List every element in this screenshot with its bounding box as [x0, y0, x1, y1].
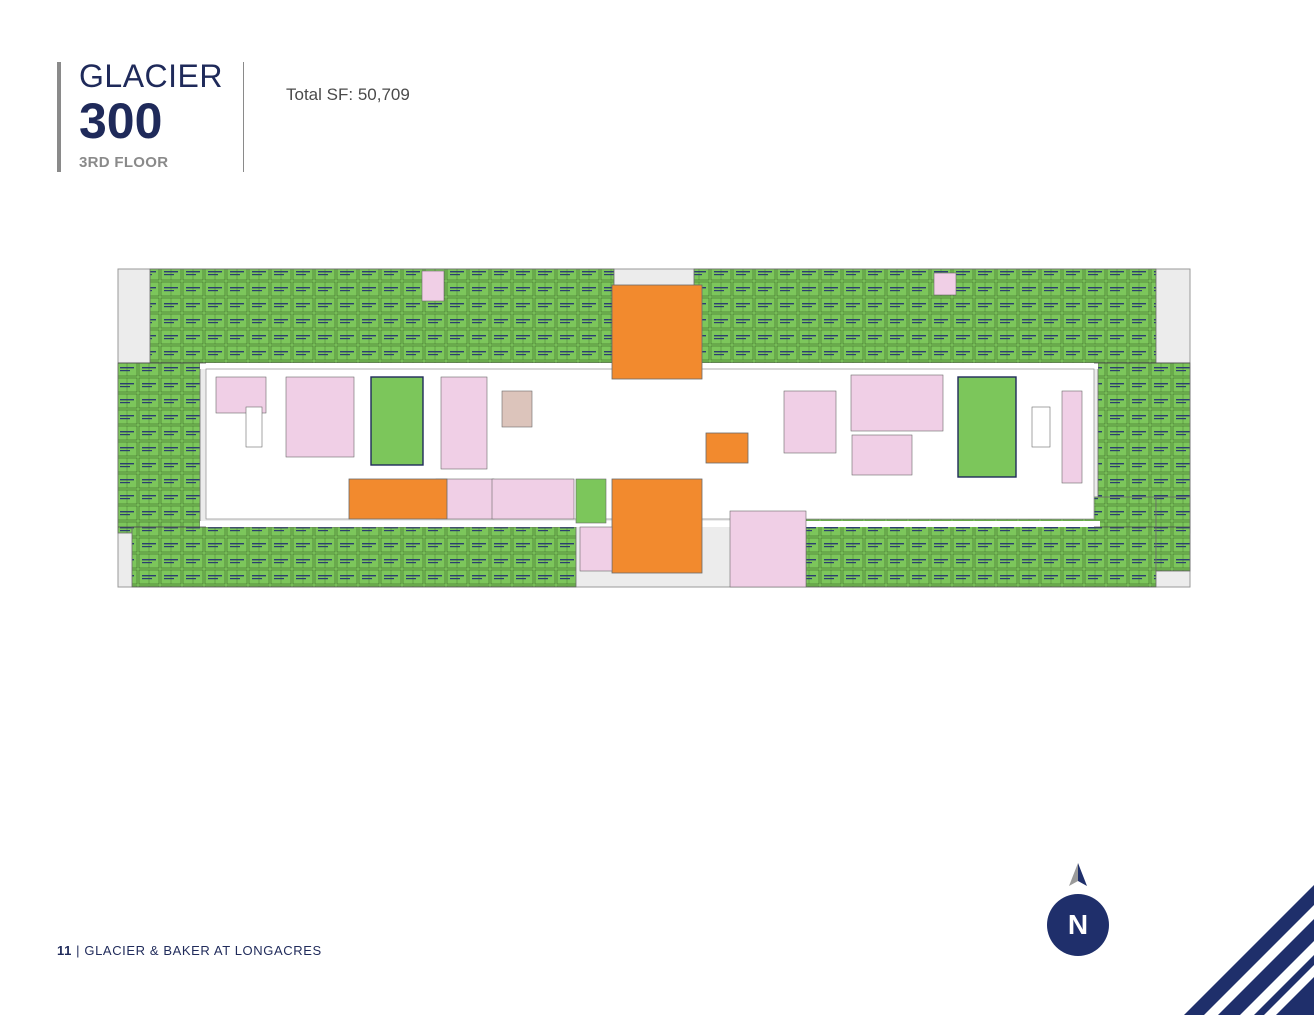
- building-number: 300: [79, 93, 163, 149]
- room-conference-south-2: [579, 526, 613, 572]
- page-number: 11: [57, 943, 72, 958]
- footer-separator: |: [76, 943, 81, 958]
- compass: N: [1047, 860, 1109, 956]
- total-sf-value: 50,709: [357, 85, 410, 104]
- floor-label: 3RD FLOOR: [79, 154, 169, 171]
- north-label: N: [1047, 894, 1109, 956]
- wall-lines: [118, 362, 1190, 528]
- footer-text: GLACIER & BAKER AT LONGACRES: [84, 943, 322, 958]
- room-recep: [575, 478, 607, 524]
- room-small-brown: [501, 390, 533, 428]
- room-conference-c: [440, 376, 488, 470]
- title-accent-bar: [57, 62, 61, 172]
- room-conference-b: [285, 376, 355, 458]
- room-stair-west: [245, 406, 263, 448]
- header-divider: [243, 62, 244, 172]
- room-stair-east: [1031, 406, 1051, 448]
- room-office-green-2: [957, 376, 1017, 478]
- core-stair-north: [611, 284, 703, 380]
- core-stair-south: [611, 478, 703, 574]
- core-west-restroom: [348, 478, 448, 520]
- room-office-green-1: [370, 376, 424, 466]
- workspace-north-west: [149, 268, 615, 364]
- room-conference-e: [491, 478, 575, 520]
- room-conference-g: [851, 434, 913, 476]
- room-conference-north-1: [421, 270, 445, 302]
- building-name: GLACIER: [79, 58, 223, 94]
- total-sf-label: Total SF:: [286, 85, 354, 104]
- total-sf: Total SF: 50,709: [286, 85, 410, 105]
- corner-decoration: [1184, 885, 1314, 1015]
- floor-plan: [117, 268, 1191, 588]
- core-east-lactation: [705, 432, 749, 464]
- room-conference-f: [783, 390, 837, 454]
- room-conference-north-2: [933, 272, 957, 296]
- workspace-north-east: [693, 268, 1157, 364]
- workspace-south-west: [131, 526, 577, 588]
- workspace-west-wing: [117, 362, 201, 534]
- footer: 11 | GLACIER & BAKER AT LONGACRES: [57, 943, 322, 958]
- room-train: [850, 374, 944, 432]
- workspace-southeast-corner: [1155, 496, 1191, 572]
- room-conference-south-1: [729, 510, 807, 588]
- room-conference-h: [1061, 390, 1083, 484]
- north-arrow-icon: [1069, 863, 1087, 886]
